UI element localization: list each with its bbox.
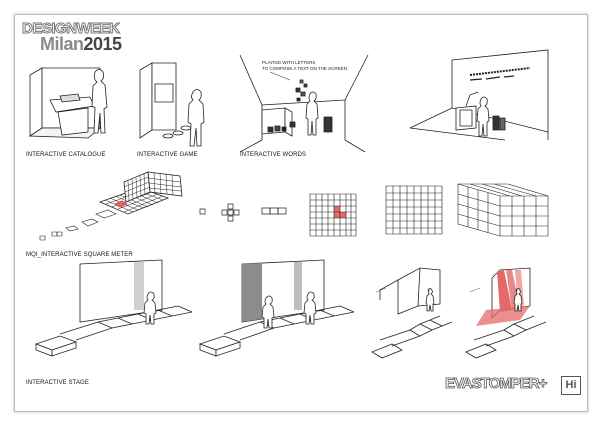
city-label: Milan <box>40 34 84 54</box>
caption-game: INTERACTIVE GAME <box>137 152 198 158</box>
caption-words: INTERACTIVE WORDS <box>240 152 307 158</box>
annotation-line-2: TO COMPOSE A TEXT ON THE SCREEN <box>262 65 347 71</box>
square-meter-grids <box>200 184 548 236</box>
words-screen-sketch <box>410 50 548 140</box>
event-title: DESIGNWEEK <box>22 20 121 38</box>
stage-sketch-4 <box>466 268 546 358</box>
caption-catalogue: INTERACTIVE CATALOGUE <box>26 152 106 158</box>
stage-sketch-1 <box>36 260 192 356</box>
words-annotation: PLAYING WITH LETTERS TO COMPOSE A TEXT O… <box>262 60 347 71</box>
catalogue-sketch <box>30 68 107 138</box>
stage-sketch-2 <box>200 260 354 356</box>
brand-wordmark: EVASTOMPER <box>445 375 540 393</box>
stage-sketch-3 <box>372 268 452 358</box>
brand-logo: EVASTOMPER+ <box>445 375 548 393</box>
square-meter-tiles <box>40 172 182 240</box>
year-label: 2015 <box>83 34 123 54</box>
city-year-title: Milan2015 <box>40 34 122 55</box>
game-sketch <box>140 63 204 146</box>
words-sketch <box>240 55 368 152</box>
caption-square-meter: MQI_INTERACTIVE SQUARE METER <box>26 252 133 258</box>
brand-badge: Hi <box>561 376 581 395</box>
caption-stage: INTERACTIVE STAGE <box>26 380 89 386</box>
brand-plus: + <box>538 375 548 393</box>
annotation-line-1: PLAYING WITH LETTERS <box>262 60 316 65</box>
